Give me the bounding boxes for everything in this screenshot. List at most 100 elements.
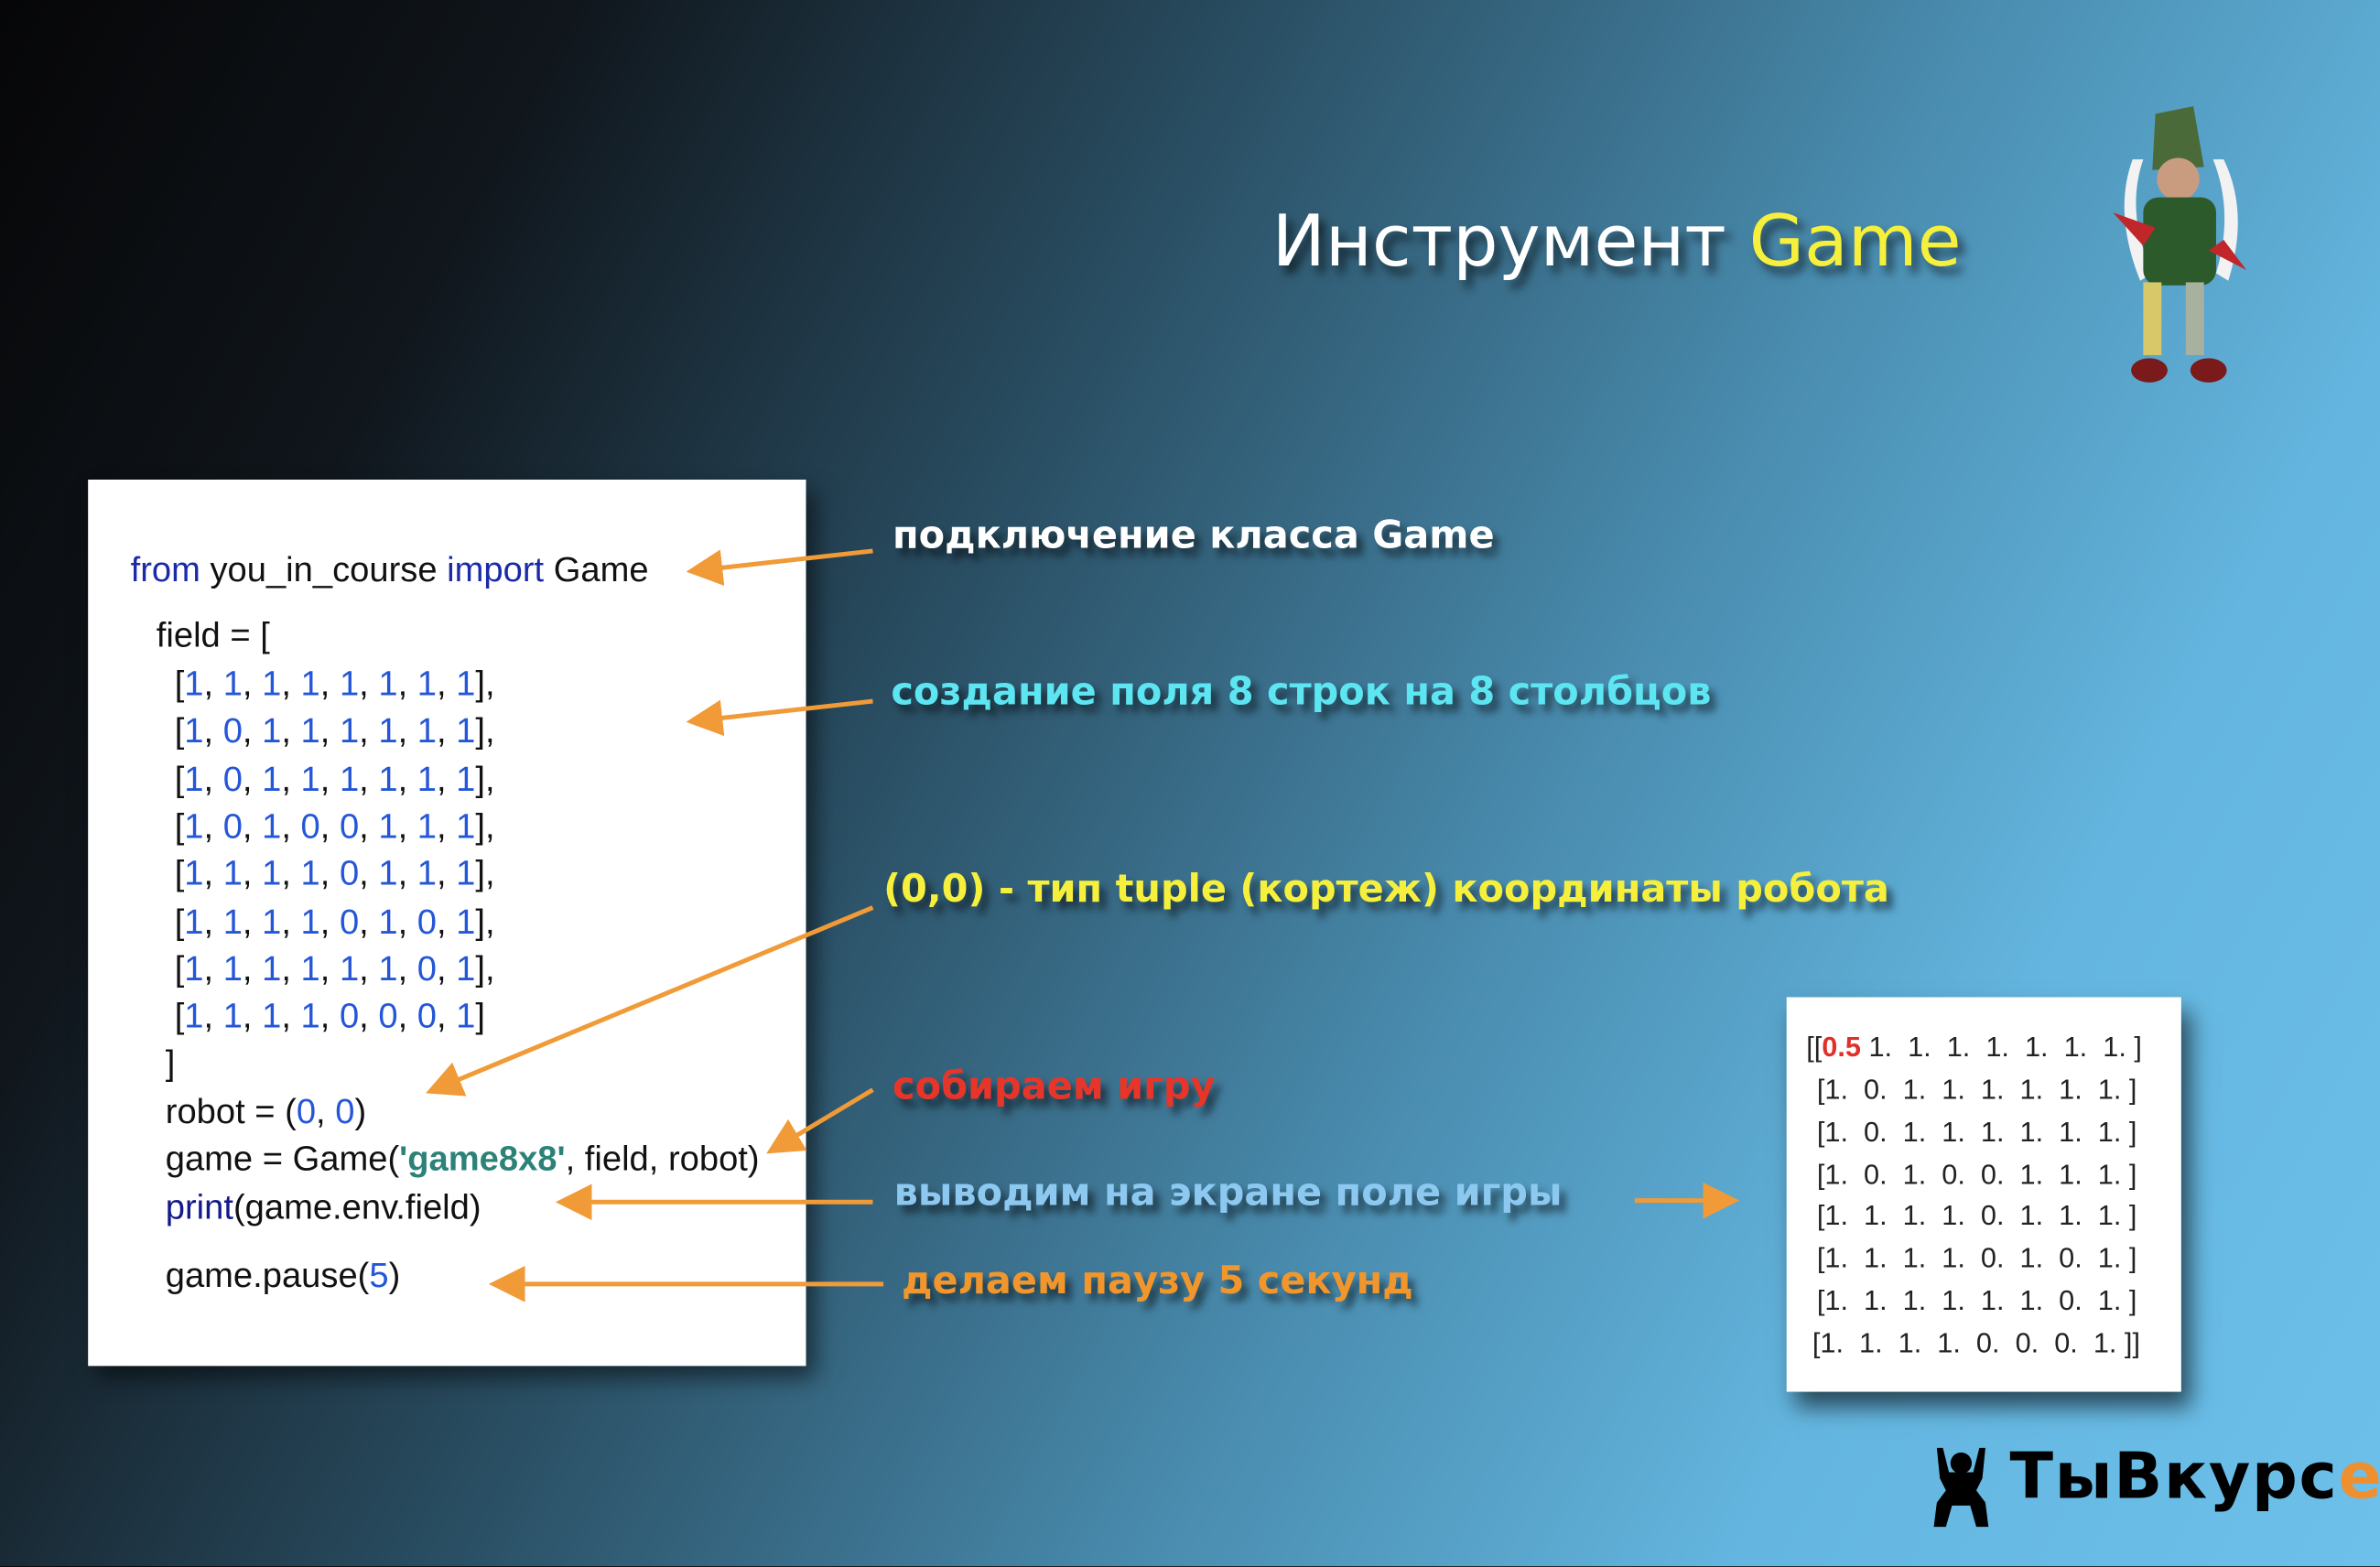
field-cell: 0 [339, 995, 360, 1036]
field-cell: 0 [222, 710, 243, 751]
annotation-pause: делаем паузу 5 секунд [901, 1258, 1413, 1302]
field-row: [1, 0, 1, 0, 0, 1, 1, 1], [174, 805, 495, 846]
field-row: [1, 1, 1, 1, 0, 1, 1, 1], [174, 853, 495, 893]
field-row: [1, 0, 1, 1, 1, 1, 1, 1], [174, 758, 495, 798]
field-cell: 1 [184, 758, 204, 798]
field-cell: 1 [184, 901, 204, 941]
field-cell: 1 [378, 901, 398, 941]
field-cell: 1 [262, 995, 282, 1036]
field-cell: 0 [339, 805, 360, 846]
arrow-robot [426, 905, 874, 1097]
field-cell: 0 [416, 901, 437, 941]
field-cell: 1 [222, 948, 243, 989]
field-cell: 1 [184, 663, 204, 703]
output-line: [[0.5 1. 1. 1. 1. 1. 1. 1. ] [1806, 1031, 2142, 1064]
field-cell: 1 [456, 805, 476, 846]
logo-text: ТыВкурсе [2009, 1439, 2380, 1513]
output-line: [1. 0. 1. 0. 0. 1. 1. 1. ] [1816, 1157, 2137, 1190]
annotation-field: создание поля 8 строк на 8 столбцов [891, 669, 1712, 714]
field-cell: 1 [222, 853, 243, 893]
field-cell: 0 [416, 948, 437, 989]
pause-seconds: 5 [369, 1255, 389, 1295]
field-cell: 1 [378, 758, 398, 798]
print-fn: print [165, 1186, 233, 1227]
field-cell: 1 [416, 758, 437, 798]
field-cell: 1 [456, 758, 476, 798]
field-cell: 1 [300, 995, 320, 1036]
kw-from: from [130, 549, 200, 589]
print-args: (game.env.field) [233, 1186, 481, 1227]
field-cell: 1 [456, 995, 476, 1036]
arrow-import [686, 548, 873, 586]
annotation-robot: (0,0) - тип tuple (кортеж) координаты ро… [883, 866, 1889, 911]
field-cell: 1 [222, 663, 243, 703]
field-cell: 1 [416, 663, 437, 703]
field-cell: 1 [300, 663, 320, 703]
field-row: [1, 1, 1, 1, 1, 1, 0, 1], [174, 948, 495, 989]
field-row: [1, 0, 1, 1, 1, 1, 1, 1], [174, 710, 495, 751]
title-main: Инструмент [1271, 200, 1726, 285]
field-cell: 1 [300, 758, 320, 798]
output-line: [1. 0. 1. 1. 1. 1. 1. 1. ] [1816, 1115, 2137, 1148]
robot-suffix: ) [354, 1091, 367, 1131]
field-cell: 1 [222, 901, 243, 941]
field-cell: 1 [456, 948, 476, 989]
logo-figure-icon [1933, 1447, 1989, 1528]
robot-x: 0 [296, 1091, 317, 1131]
robot-prefix: robot = ( [165, 1091, 297, 1131]
field-cell: 1 [378, 853, 398, 893]
field-cell: 1 [456, 853, 476, 893]
class-name: Game [544, 549, 649, 589]
field-cell: 1 [262, 758, 282, 798]
field-cell: 1 [262, 663, 282, 703]
output-line: [1. 1. 1. 1. 0. 0. 0. 1. ]] [1812, 1325, 2140, 1358]
field-cell: 0 [222, 758, 243, 798]
field-cell: 0 [222, 805, 243, 846]
field-cell: 1 [300, 853, 320, 893]
robot-cell-value: 0.5 [1822, 1030, 1861, 1063]
field-cell: 1 [456, 901, 476, 941]
game-name-string: 'game8x8' [399, 1138, 566, 1178]
slide-title: Инструмент Game [1272, 200, 1962, 284]
field-cell: 1 [378, 663, 398, 703]
annotation-import: подключение класса Game [892, 513, 1495, 557]
output-line: [1. 1. 1. 1. 0. 1. 1. 1. ] [1816, 1199, 2137, 1232]
field-cell: 1 [300, 710, 320, 751]
output-first-rest: 1. 1. 1. 1. 1. 1. 1. ] [1860, 1030, 2142, 1063]
field-cell: 0 [300, 805, 320, 846]
field-cell: 1 [416, 853, 437, 893]
field-row: [1, 1, 1, 1, 0, 1, 0, 1], [174, 901, 495, 941]
field-cell: 1 [339, 758, 360, 798]
field-cell: 0 [339, 853, 360, 893]
field-cell: 0 [416, 995, 437, 1036]
field-cell: 1 [262, 805, 282, 846]
field-cell: 1 [339, 948, 360, 989]
annotation-game: собираем игру [892, 1064, 1216, 1108]
arrow-field [686, 698, 873, 737]
code-print-line: print(game.env.field) [166, 1185, 481, 1227]
output-panel: [[0.5 1. 1. 1. 1. 1. 1. 1. ] [1. 0. 1. 1… [1786, 997, 2181, 1392]
output-open: [[ [1806, 1030, 1823, 1063]
pause-suffix: ) [388, 1255, 401, 1295]
field-cell: 1 [184, 710, 204, 751]
code-pause-line: game.pause(5) [166, 1254, 401, 1296]
field-cell: 0 [378, 995, 398, 1036]
field-cell: 1 [222, 995, 243, 1036]
field-cell: 0 [339, 901, 360, 941]
field-cell: 1 [378, 948, 398, 989]
field-cell: 1 [456, 663, 476, 703]
game-prefix: game = Game( [165, 1138, 400, 1178]
output-line: [1. 0. 1. 1. 1. 1. 1. 1. ] [1816, 1073, 2137, 1106]
field-cell: 1 [262, 710, 282, 751]
code-import-line: from you_in_course import Game [131, 548, 649, 590]
code-game-line: game = Game('game8x8', field, robot) [166, 1137, 760, 1179]
output-line: [1. 1. 1. 1. 0. 1. 0. 1. ] [1816, 1241, 2137, 1274]
field-row: [1, 1, 1, 1, 1, 1, 1, 1], [174, 663, 495, 703]
robot-y: 0 [335, 1091, 355, 1131]
field-cell: 1 [378, 805, 398, 846]
field-cell: 1 [416, 805, 437, 846]
code-field-open: field = [ [156, 614, 270, 654]
